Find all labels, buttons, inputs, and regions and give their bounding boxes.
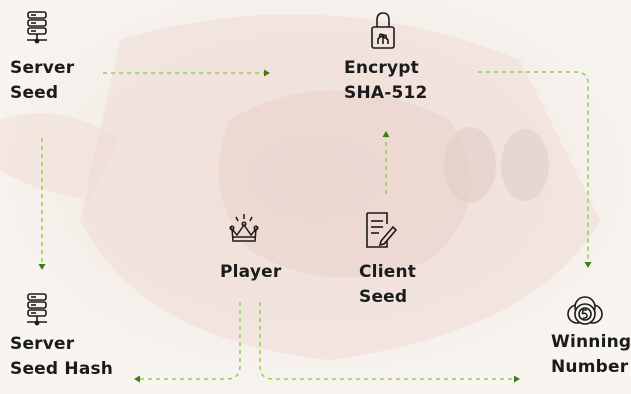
- arrow-player-to-hash: [140, 302, 240, 379]
- server-icon: [24, 10, 50, 46]
- server-seed-label: Server Seed: [10, 56, 74, 106]
- node-server-seed-hash: Server Seed Hash: [10, 292, 113, 382]
- node-client-seed: Client Seed: [359, 210, 416, 310]
- document-pen-icon: [363, 210, 399, 250]
- node-player: Player: [220, 212, 281, 285]
- coins-icon: [565, 294, 605, 330]
- server-seed-hash-label: Server Seed Hash: [10, 332, 113, 382]
- lock-icon: [368, 10, 398, 52]
- arrow-player-to-winning: [260, 302, 514, 379]
- player-label: Player: [220, 260, 281, 285]
- node-server-seed: Server Seed: [10, 10, 74, 106]
- winning-number-label: Winning Number: [551, 330, 631, 380]
- arrow-encrypt-to-winning: [478, 72, 588, 262]
- encrypt-label: Encrypt SHA-512: [344, 56, 428, 106]
- node-encrypt: Encrypt SHA-512: [344, 10, 428, 106]
- crown-icon: [228, 212, 260, 246]
- client-seed-label: Client Seed: [359, 260, 416, 310]
- server-icon: [24, 292, 50, 328]
- node-winning-number: Winning Number: [551, 294, 631, 380]
